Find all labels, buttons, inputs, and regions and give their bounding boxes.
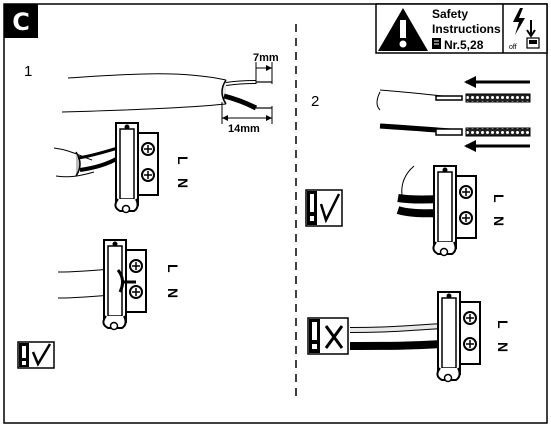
cable-strip-illustration: 7mm 14mm — [61, 52, 279, 135]
terminal-clamped-illustration — [57, 239, 147, 331]
check-icon — [31, 343, 52, 367]
terminal-ferrule-correct — [396, 165, 477, 257]
ferrule-illustration — [376, 76, 531, 152]
label-n: N — [165, 288, 181, 298]
section-marker: C — [4, 4, 38, 38]
label-l: L — [495, 320, 511, 329]
cross-icon — [324, 325, 344, 349]
power-off-switch-icon: off — [509, 8, 540, 51]
terminal-labels-4: L N — [495, 320, 511, 352]
check-icon — [319, 193, 341, 224]
warning-triangle-icon — [378, 8, 428, 51]
page-frame — [3, 3, 548, 424]
label-n: N — [175, 178, 191, 188]
safety-title: Safety — [432, 7, 468, 21]
terminal-insert-illustration — [53, 122, 159, 214]
terminal-bare-wire-wrong — [349, 291, 481, 383]
section-letter: C — [12, 8, 30, 36]
label-l: L — [491, 194, 507, 203]
safety-header: Safety Instructions Nr.5,28 off — [375, 3, 548, 54]
approved-badge-1 — [17, 341, 55, 369]
manual-book-icon — [432, 38, 441, 49]
safety-reference: Nr.5,28 — [444, 38, 484, 52]
terminal-labels-3: L N — [491, 194, 507, 226]
label-l: L — [175, 156, 191, 165]
strip-length-14mm: 14mm — [228, 123, 260, 135]
terminal-labels-2: L N — [165, 264, 181, 298]
terminal-labels-1: L N — [175, 156, 191, 188]
safety-subtitle: Instructions — [432, 22, 501, 36]
step-2-number: 2 — [311, 93, 319, 110]
label-l: L — [165, 264, 181, 273]
label-n: N — [495, 342, 511, 352]
approved-badge-2 — [305, 189, 343, 227]
label-n: N — [491, 216, 507, 226]
strip-length-7mm: 7mm — [253, 52, 279, 64]
off-label: off — [509, 44, 517, 51]
step-1-number: 1 — [24, 63, 32, 80]
rejected-badge — [307, 317, 349, 355]
